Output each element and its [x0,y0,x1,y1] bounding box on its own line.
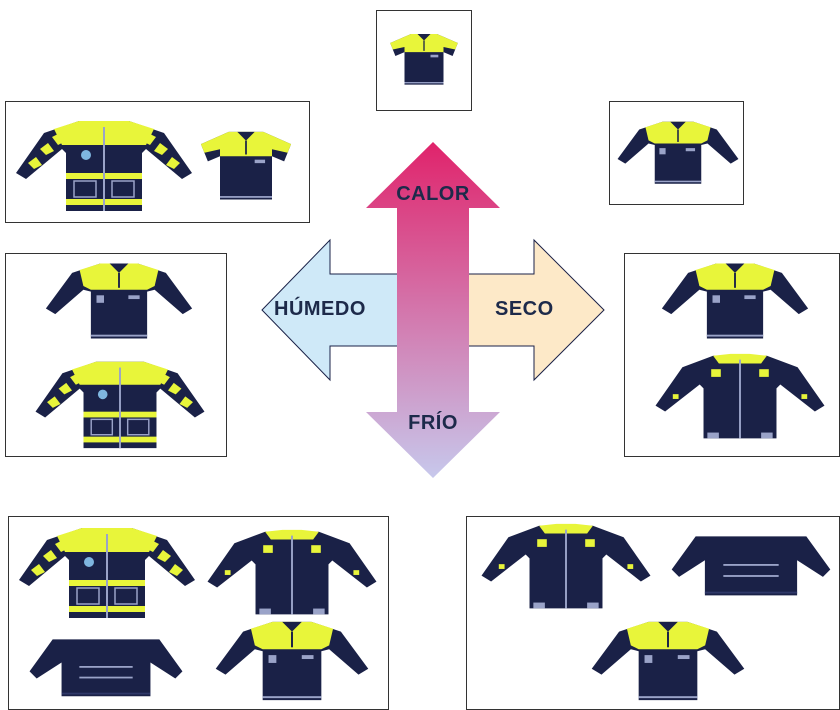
label-frio: FRÍO [408,412,458,434]
label-humedo: HÚMEDO [274,298,366,320]
heat-cold-arrow [366,142,500,478]
label-calor: CALOR [396,183,470,205]
label-seco: SECO [495,298,554,320]
